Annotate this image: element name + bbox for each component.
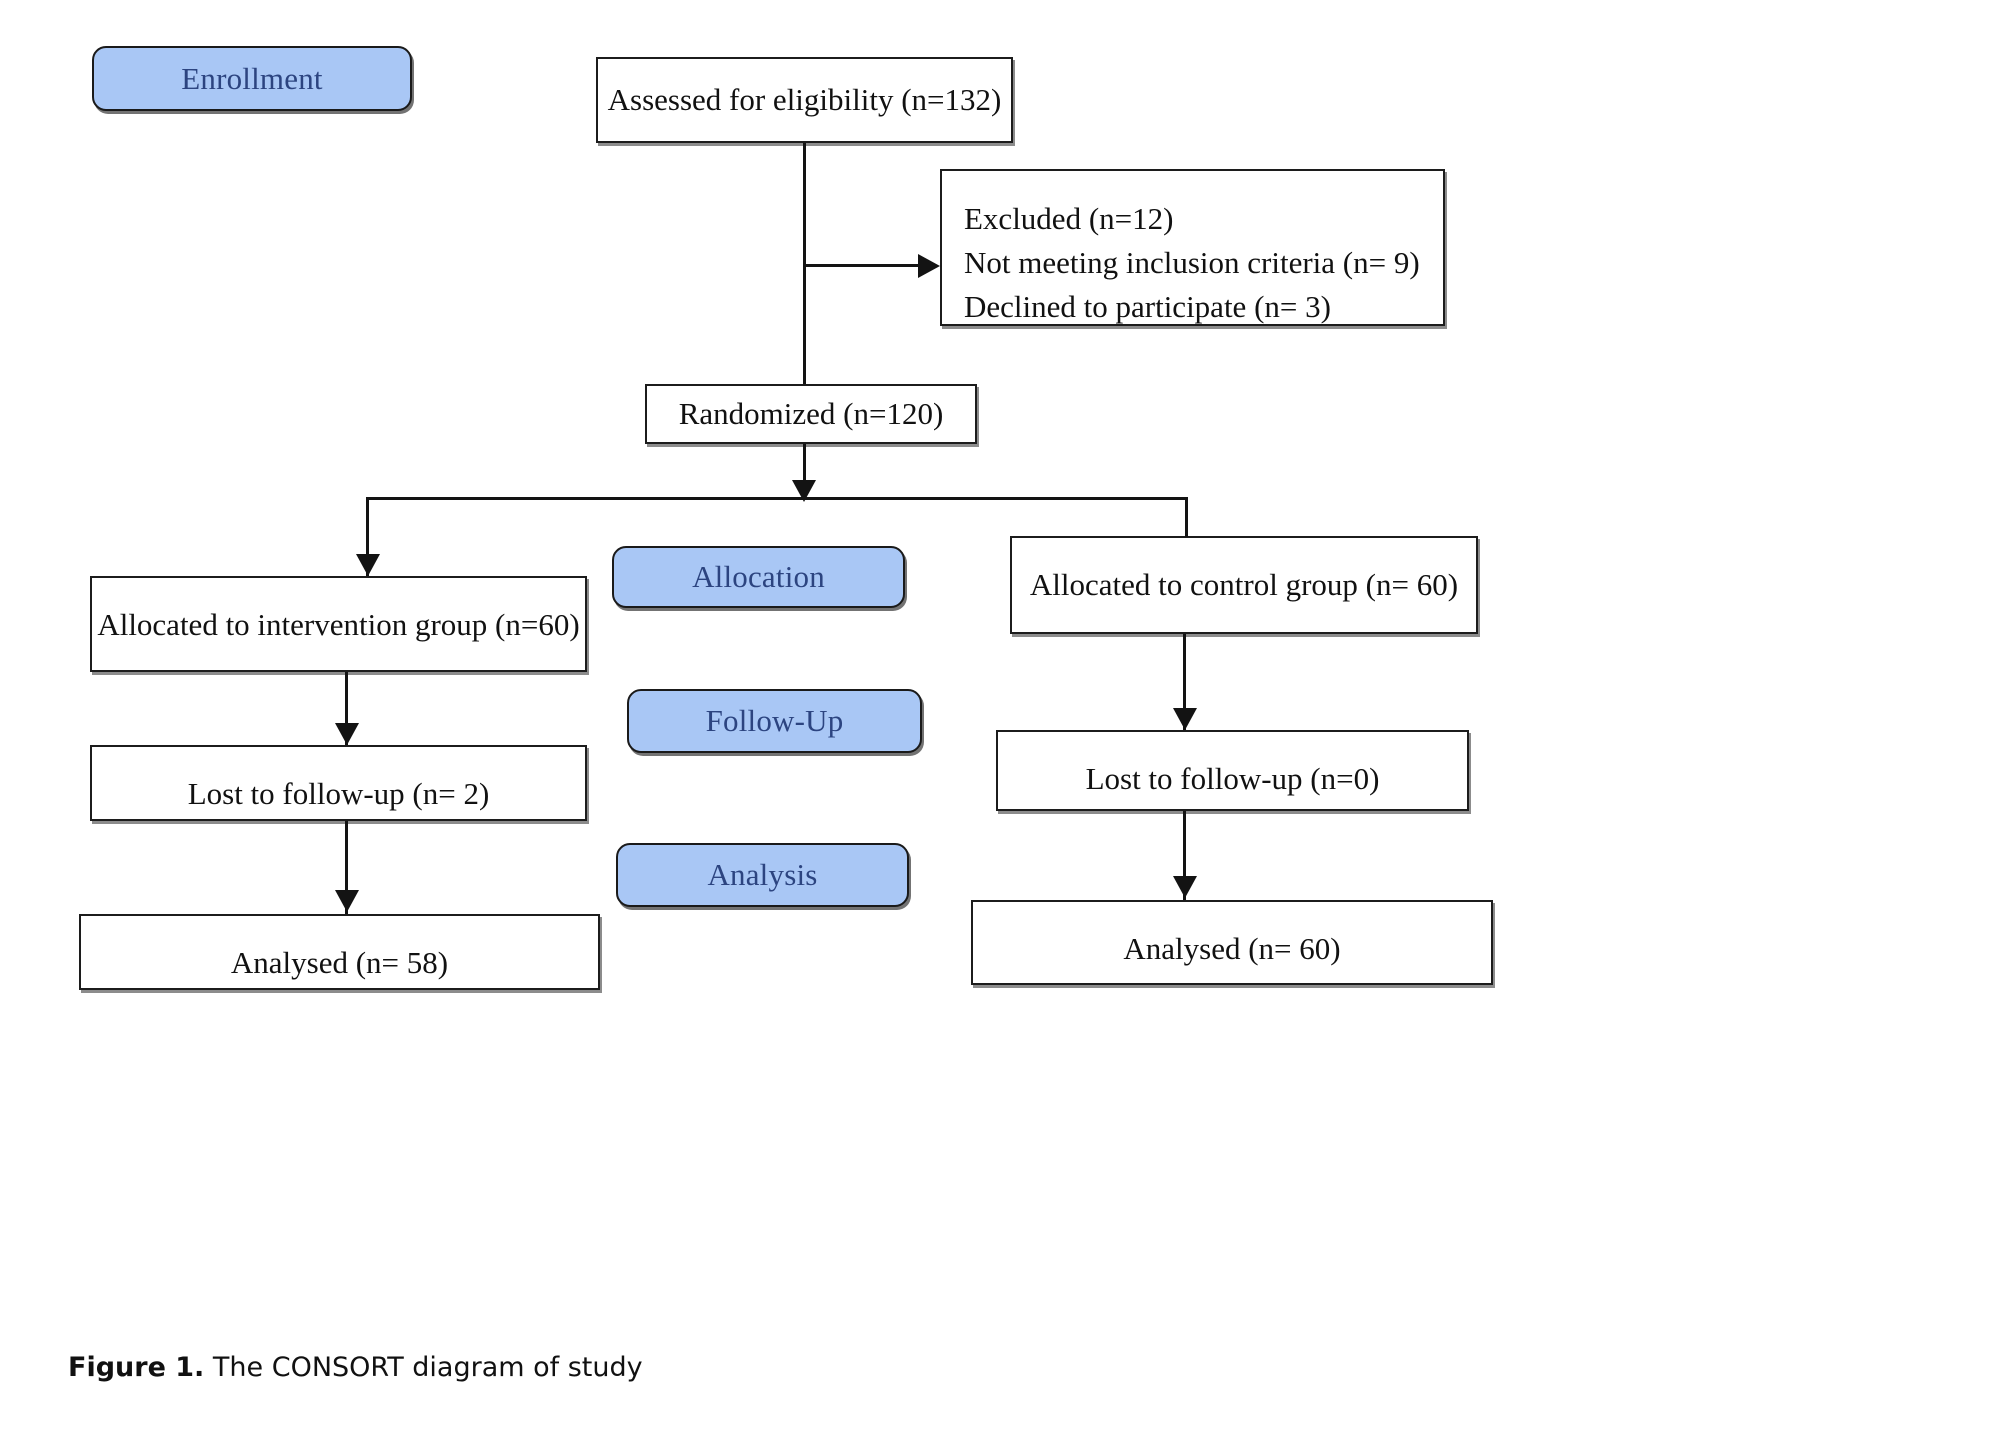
node-excluded-line-3: Declined to participate (n= 3) [964,288,1331,324]
arrow-down-analysed-control-icon [1173,876,1197,898]
node-lost-followup-control-text: Lost to follow-up (n=0) [1085,761,1380,796]
arrow-down-lost-intervention-icon [335,723,359,745]
node-lost-followup-intervention: Lost to follow-up (n= 2) [90,745,587,821]
node-excluded-line-2: Not meeting inclusion criteria (n= 9) [964,244,1420,280]
arrow-down-analysed-intervention-icon [335,890,359,912]
connector-split-left-leg [366,497,369,576]
connector-control-lost-to-analysed [1183,811,1186,900]
stage-label-analysis-text: Analysis [707,857,818,892]
connector-control-alloc-to-lost [1183,634,1186,730]
node-allocated-control-text: Allocated to control group (n= 60) [1029,567,1459,602]
node-allocated-intervention-text: Allocated to intervention group (n=60) [97,607,580,642]
connector-intervention-lost-to-analysed [345,821,348,914]
figure-caption-label: Figure 1. [68,1352,205,1383]
stage-label-allocation: Allocation [612,546,905,608]
stage-label-follow-up: Follow-Up [627,689,922,753]
node-allocated-control: Allocated to control group (n= 60) [1010,536,1478,634]
node-randomized-text: Randomized (n=120) [678,396,944,432]
stage-label-enrollment: Enrollment [92,46,412,111]
connector-split-bar [366,497,1187,500]
connector-split-right-leg [1185,497,1188,537]
node-analysed-control-text: Analysed (n= 60) [1123,931,1341,966]
node-lost-followup-control: Lost to follow-up (n=0) [996,730,1469,811]
node-allocated-intervention: Allocated to intervention group (n=60) [90,576,587,672]
node-analysed-intervention: Analysed (n= 58) [79,914,600,990]
stage-label-analysis: Analysis [616,843,909,907]
node-assessed-for-eligibility: Assessed for eligibility (n=132) [596,57,1013,143]
node-assessed-for-eligibility-text: Assessed for eligibility (n=132) [607,82,1002,118]
node-analysed-control: Analysed (n= 60) [971,900,1493,985]
figure-caption-text: The CONSORT diagram of study [212,1352,643,1383]
arrow-right-excluded-icon [918,254,940,278]
stage-label-allocation-text: Allocation [692,559,825,594]
connector-intervention-alloc-to-lost [345,672,348,745]
node-excluded: Excluded (n=12) Not meeting inclusion cr… [940,169,1445,326]
connector-assessed-to-randomized [803,143,806,384]
stage-label-enrollment-text: Enrollment [181,60,323,96]
stage-label-follow-up-text: Follow-Up [705,703,844,738]
node-randomized: Randomized (n=120) [645,384,977,444]
node-analysed-intervention-text: Analysed (n= 58) [230,945,449,980]
connector-trunk-to-excluded [803,264,920,267]
node-excluded-line-1: Excluded (n=12) [964,201,1174,236]
connector-randomized-down [803,444,806,492]
arrow-down-randomized-icon [792,480,816,502]
arrow-down-intervention-icon [356,554,380,576]
figure-caption: Figure 1. The CONSORT diagram of study [68,1352,643,1383]
arrow-down-lost-control-icon [1173,708,1197,730]
node-lost-followup-intervention-text: Lost to follow-up (n= 2) [187,776,490,811]
